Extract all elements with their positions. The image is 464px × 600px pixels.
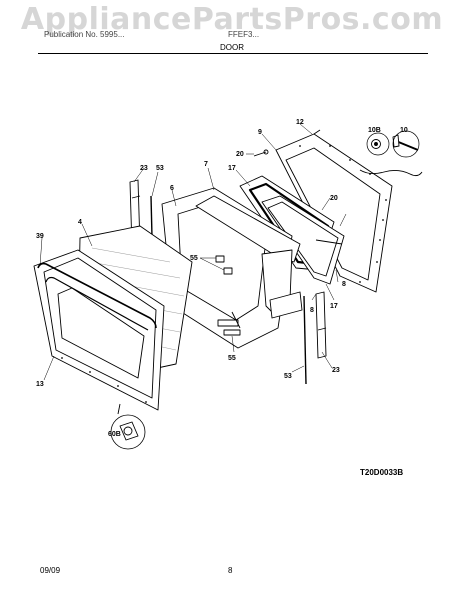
wire-harness (359, 130, 423, 177)
callout-10: 10 (400, 127, 408, 134)
callout-23-bottom: 23 (332, 367, 340, 374)
callout-7: 7 (204, 161, 208, 168)
callout-12: 12 (296, 119, 304, 126)
callout-53-top: 53 (156, 165, 164, 172)
callout-13: 13 (36, 381, 44, 388)
callout-10b: 10B (368, 127, 381, 134)
model-number: FFEF3... (228, 30, 260, 39)
footer-date: 09/09 (40, 566, 61, 575)
callout-20-right: 20 (330, 195, 338, 202)
publication-number: Publication No. 5995... (44, 30, 125, 39)
callout-23-top: 23 (140, 165, 148, 172)
footer-page-number: 8 (228, 566, 233, 575)
callout-17-lower: 17 (330, 303, 338, 310)
callout-6: 6 (170, 185, 174, 192)
callout-20-top: 20 (236, 151, 244, 158)
screw-top (253, 149, 269, 157)
callout-55-top: 55 (190, 255, 198, 262)
hinge-right (303, 291, 327, 385)
callout-8-right: 8 (342, 281, 346, 288)
callout-39: 39 (36, 233, 44, 240)
callout-4: 4 (78, 219, 82, 226)
watermark: AppliancePartsPros.com (20, 2, 444, 37)
callout-9: 9 (258, 129, 262, 136)
leader-lines (39, 123, 347, 381)
callout-8-lower: 8 (310, 307, 314, 314)
outer-door-front (33, 249, 165, 411)
header-rule (38, 53, 428, 54)
callout-60b: 60B (108, 431, 121, 438)
drawing-code: T20D0033B (360, 468, 404, 477)
section-title: DOOR (220, 43, 244, 52)
callout-17-top: 17 (228, 165, 236, 172)
screw-detail (110, 403, 146, 450)
callout-55-bottom: 55 (228, 355, 236, 362)
callout-53-bottom: 53 (284, 373, 292, 380)
bracket-55 (215, 255, 241, 336)
